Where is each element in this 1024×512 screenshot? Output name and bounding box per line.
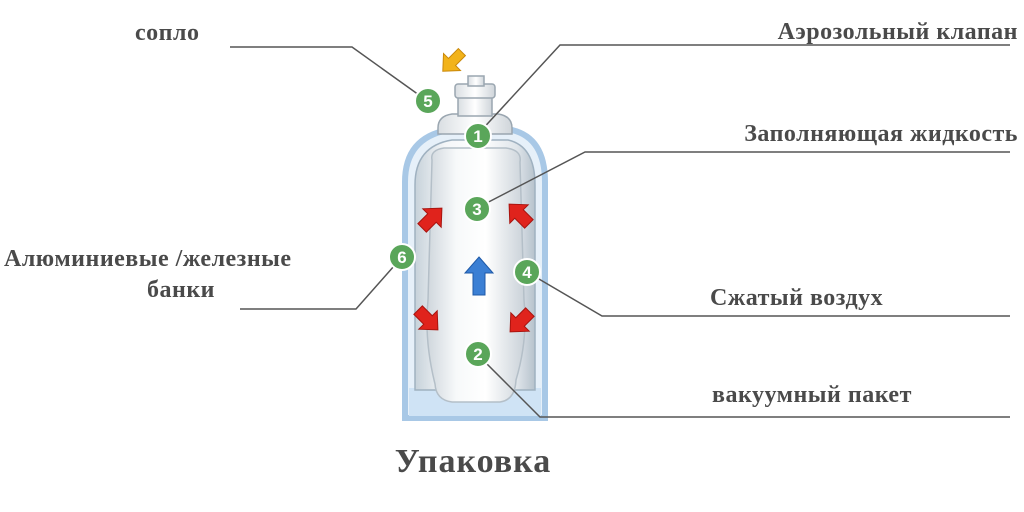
label-can-line2: банки — [147, 277, 215, 303]
yellow-press-arrow — [442, 47, 467, 72]
badge-4: 4 — [513, 258, 541, 286]
red-arrow-bottom-left — [413, 305, 439, 331]
badge-6-number: 6 — [397, 248, 406, 267]
red-arrow-bottom-right — [509, 307, 535, 333]
badge-1: 1 — [464, 122, 492, 150]
badge-5-number: 5 — [423, 92, 432, 111]
label-filling-liquid: Заполняющая жидкость — [744, 121, 1018, 147]
badge-2-number: 2 — [473, 345, 482, 364]
label-vacuum-bag: вакуумный пакет — [712, 382, 912, 408]
leader-liquid — [476, 151, 1010, 209]
leader-air — [526, 271, 1010, 317]
leader-can — [240, 256, 403, 310]
leader-lines — [230, 44, 1010, 418]
leader-valve — [477, 44, 1010, 135]
badge-5: 5 — [414, 87, 442, 115]
badge-3-number: 3 — [472, 200, 481, 219]
label-aerosol-valve: Аэрозольный клапан — [777, 19, 1018, 45]
badge-6: 6 — [388, 243, 416, 271]
leader-nozzle — [230, 46, 427, 101]
nozzle — [454, 75, 496, 99]
badge-1-number: 1 — [473, 127, 482, 146]
label-nozzle: сопло — [135, 20, 200, 46]
blue-up-arrow — [463, 256, 495, 296]
label-can-line1: Алюминиевые /железные — [4, 246, 292, 272]
badge-3: 3 — [463, 195, 491, 223]
red-pressure-arrows — [413, 203, 535, 333]
leader-bag — [477, 354, 1010, 418]
diagram-caption: Упаковка — [394, 443, 552, 480]
badge-2: 2 — [464, 340, 492, 368]
badge-4-number: 4 — [522, 263, 532, 282]
label-compressed-air: Сжатый воздух — [710, 285, 884, 311]
red-arrow-top-right — [508, 203, 534, 229]
red-arrow-top-left — [417, 207, 443, 233]
